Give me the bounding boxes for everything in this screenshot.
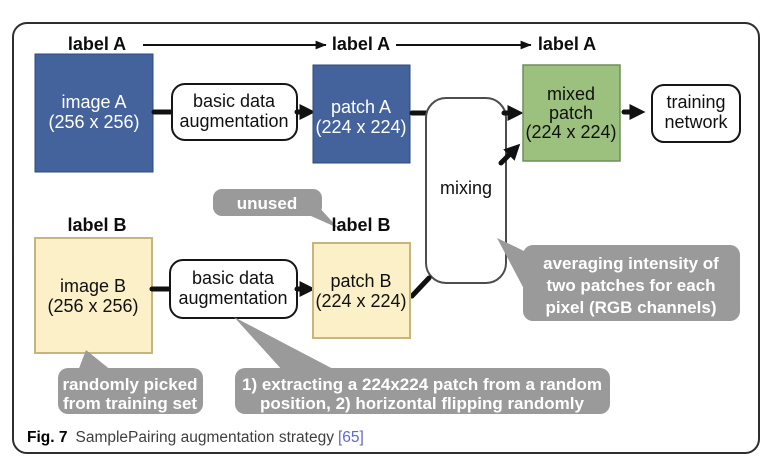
- patch-b-box: [312, 242, 411, 339]
- randomly-callout-tail: [78, 350, 112, 371]
- aug-top-line1: basic data: [193, 91, 276, 111]
- image-a-title: image A: [61, 92, 126, 112]
- mixed-patch-line1: mixed: [547, 84, 595, 104]
- label-a-patch: label A: [332, 34, 390, 54]
- image-b-box: [34, 237, 153, 354]
- unused-callout: [213, 189, 322, 216]
- averaging-line1: averaging intensity of: [543, 254, 719, 273]
- image-b-title: image B: [60, 276, 126, 296]
- connector-patch-b-mixing: [409, 275, 432, 299]
- label-b-source: label B: [67, 215, 126, 235]
- averaging-callout-tail: [497, 238, 524, 289]
- mixing-label: mixing: [440, 178, 492, 198]
- patch-a-box: [312, 64, 411, 164]
- aug-bottom-line1: basic data: [192, 268, 275, 288]
- training-network-box: [651, 84, 741, 143]
- extracting-callout: [235, 368, 610, 414]
- mixed-patch-line2: patch: [549, 103, 593, 123]
- image-a-size: (256 x 256): [48, 112, 139, 132]
- averaging-line3: pixel (RGB channels): [546, 298, 717, 317]
- figure-caption: Fig. 7 SamplePairing augmentation strateg…: [27, 429, 364, 447]
- aug-top-line2: augmentation: [179, 111, 288, 131]
- mixing-box: [425, 97, 507, 284]
- randomly-line2: from training set: [63, 394, 197, 413]
- aug-bottom-line2: augmentation: [178, 288, 287, 308]
- image-b-size: (256 x 256): [47, 296, 138, 316]
- training-line1: training: [666, 92, 725, 112]
- extracting-line2: position, 2) horizontal flipping randoml…: [260, 394, 584, 413]
- label-b-patch: label B: [331, 215, 390, 235]
- averaging-line2: two patches for each: [546, 276, 715, 295]
- arrow-mixing-mixed-diagonal: [498, 143, 521, 166]
- image-a-box: [34, 53, 154, 173]
- randomly-callout: [58, 368, 203, 414]
- label-a-source: label A: [68, 34, 126, 54]
- figure-number: Fig. 7: [27, 429, 68, 446]
- figure-caption-text: SamplePairing augmentation strategy: [75, 429, 334, 446]
- citation-link[interactable]: [65]: [337, 429, 364, 446]
- patch-b-size: (224 x 224): [315, 291, 406, 311]
- training-line2: network: [664, 112, 728, 132]
- randomly-line1: randomly picked: [62, 375, 197, 394]
- averaging-callout: [523, 245, 740, 321]
- patch-a-size: (224 x 224): [315, 117, 406, 137]
- mixed-patch-box: [522, 64, 621, 162]
- label-a-mixed: label A: [538, 34, 596, 54]
- patch-a-title: patch A: [331, 97, 391, 117]
- mixed-patch-size: (224 x 224): [525, 122, 616, 142]
- extracting-callout-tail: [234, 317, 337, 371]
- unused-callout-label: unused: [237, 194, 297, 213]
- extracting-line1: 1) extracting a 224x224 patch from a ran…: [242, 375, 602, 394]
- patch-b-title: patch B: [330, 271, 391, 291]
